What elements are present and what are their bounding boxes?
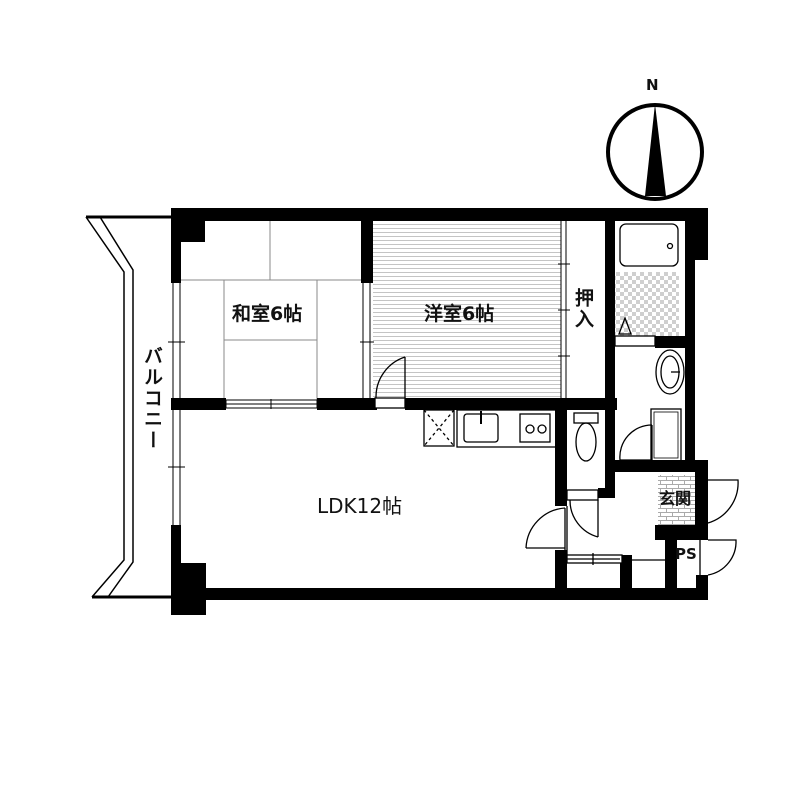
- room-label-ldk: LDK12帖: [317, 494, 403, 518]
- room-label-yoshitsu: 洋室6帖: [424, 303, 495, 325]
- room-label-washitsu: 和室6帖: [232, 303, 303, 325]
- compass-north-label: N: [646, 76, 659, 94]
- room-label-balcony: バルコニー: [141, 346, 163, 451]
- bathtub-icon: [619, 223, 679, 267]
- washing-pan-icon: [650, 408, 682, 462]
- tatami-lines: [178, 220, 363, 400]
- walls: [171, 208, 708, 615]
- washbasin-icon: [655, 349, 685, 395]
- room-label-ps: PS: [675, 545, 697, 563]
- room-label-oshiire: 押入: [572, 288, 594, 330]
- refrigerator-space-icon: [423, 409, 455, 447]
- compass-icon: [606, 103, 704, 201]
- genkan-floor: [658, 475, 698, 525]
- room-label-genkan: 玄関: [659, 489, 692, 508]
- yoshitsu-floor: [373, 220, 561, 400]
- stove-icon: [519, 413, 551, 443]
- balcony-outline: [85, 215, 175, 599]
- doors: [374, 356, 739, 576]
- toilet-icon: [573, 412, 599, 424]
- fixtures: [423, 223, 685, 462]
- bath-floor: [615, 272, 679, 336]
- windows: [168, 220, 570, 525]
